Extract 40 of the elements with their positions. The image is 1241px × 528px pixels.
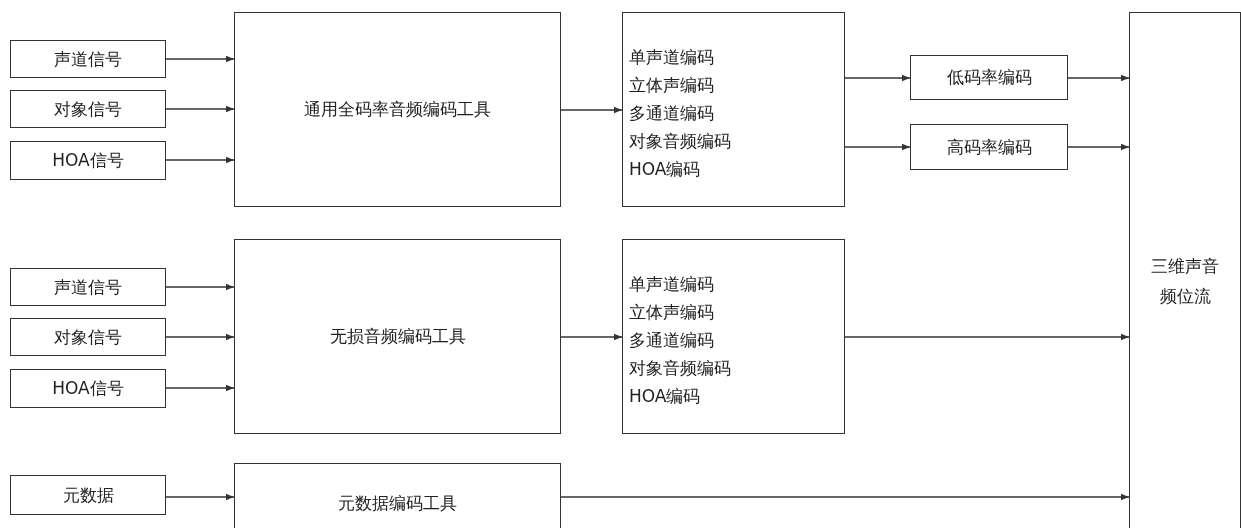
arrow [844, 74, 911, 82]
process-box: 通用全码率音频编码工具 [234, 12, 561, 207]
process-box: HOA信号 [10, 369, 166, 408]
process-box: 无损音频编码工具 [234, 239, 561, 434]
encoding-item: 立体声编码 [629, 74, 715, 97]
process-box: 低码率编码 [910, 55, 1068, 100]
process-box: 三维声音频位流 [1129, 12, 1241, 528]
process-box: HOA信号 [10, 141, 166, 180]
arrow [1067, 143, 1130, 151]
arrow [165, 493, 235, 501]
arrow [560, 493, 1130, 501]
process-box: 对象信号 [10, 318, 166, 356]
encoding-item: 对象音频编码 [629, 130, 732, 153]
arrow [844, 333, 1130, 341]
arrow [165, 105, 235, 113]
process-box: 声道信号 [10, 268, 166, 306]
process-box: 元数据 [10, 475, 166, 515]
encoding-item: 立体声编码 [629, 301, 715, 324]
arrow [165, 283, 235, 291]
encoding-item: 多通道编码 [629, 102, 715, 125]
arrow [560, 106, 623, 114]
process-box [622, 239, 845, 434]
arrow [844, 143, 911, 151]
arrow [165, 333, 235, 341]
process-box: 对象信号 [10, 90, 166, 128]
process-box: 高码率编码 [910, 124, 1068, 170]
encoding-item: HOA编码 [629, 158, 702, 181]
encoding-item: 单声道编码 [629, 273, 715, 296]
encoding-item: 多通道编码 [629, 329, 715, 352]
encoding-item: HOA编码 [629, 385, 702, 408]
process-box [622, 12, 845, 207]
arrow [560, 333, 623, 341]
arrow [165, 156, 235, 164]
arrow [165, 55, 235, 63]
encoding-item: 对象音频编码 [629, 357, 732, 380]
process-box: 元数据编码工具 [234, 463, 561, 528]
arrow [165, 384, 235, 392]
arrow [1067, 74, 1130, 82]
encoding-item: 单声道编码 [629, 46, 715, 69]
process-box: 声道信号 [10, 40, 166, 78]
